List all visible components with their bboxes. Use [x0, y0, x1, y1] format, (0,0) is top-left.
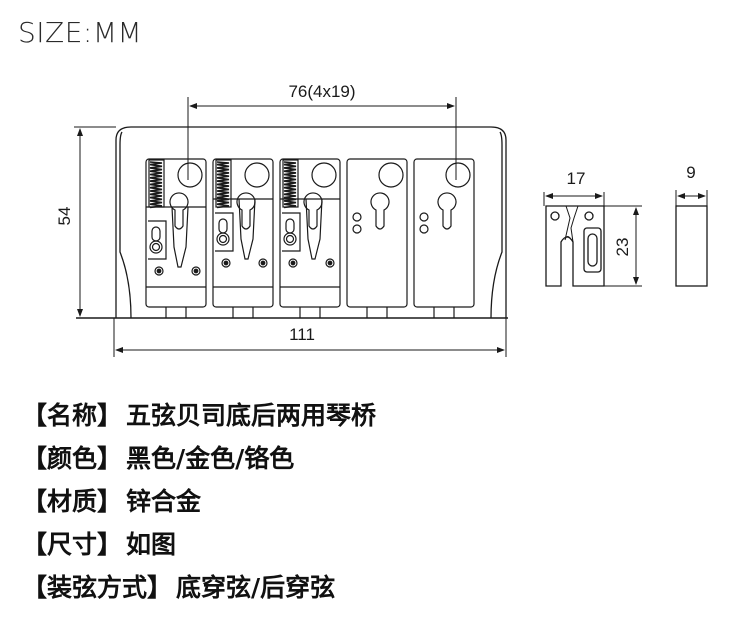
hex-screw-head — [151, 242, 161, 252]
spec-key: 【名称】 — [22, 401, 123, 430]
set-screw — [258, 258, 268, 268]
spring-frame — [215, 159, 232, 208]
dim-saddle-height — [604, 205, 642, 287]
string-hole — [177, 162, 203, 188]
mount-hole — [352, 212, 362, 222]
mount-hole — [419, 224, 429, 234]
set-screw-center — [193, 268, 199, 274]
dim-width-label: 111 — [289, 325, 315, 344]
spec-row-material: 【材质】锌合金 — [22, 480, 376, 523]
set-screw — [325, 258, 335, 268]
string-hole — [378, 162, 404, 188]
spec-key: 【装弦方式】 — [22, 573, 173, 602]
saddle-v-groove — [305, 198, 323, 260]
set-screw-center — [223, 260, 229, 266]
intonation-spring — [216, 161, 230, 209]
hex-screw — [283, 232, 297, 246]
set-screw — [191, 266, 201, 276]
saddle-body — [212, 158, 274, 308]
dim-string-spacing-label: 76(4x19) — [288, 82, 355, 101]
intonation-spring — [149, 161, 163, 209]
spec-list: 【名称】五弦贝司底后两用琴桥 【颜色】黑色/金色/铬色 【材质】锌合金 【尺寸】… — [22, 394, 376, 609]
set-screw — [221, 258, 231, 268]
dim-side-width-label: 9 — [686, 163, 695, 182]
set-screw-center — [327, 260, 333, 266]
set-screw — [154, 266, 164, 276]
string-hole — [244, 162, 270, 188]
base-plate-outline — [115, 126, 507, 318]
saddle-group — [145, 158, 475, 318]
keyhole-slot — [169, 192, 189, 230]
saddle-end-view — [545, 205, 605, 287]
saddle-v-groove — [171, 206, 189, 268]
saddle — [346, 158, 408, 318]
hex-screw-head — [285, 234, 295, 244]
set-screw-center — [260, 260, 266, 266]
saddle-body — [279, 158, 341, 308]
size-unit-label: SIZE:MM — [18, 16, 143, 49]
keyhole-slot — [437, 192, 457, 230]
set-screw-center — [156, 268, 162, 274]
saddle — [413, 158, 475, 318]
saddle — [145, 158, 207, 318]
set-screw-center — [290, 260, 296, 266]
right-flank-curve — [490, 131, 503, 319]
keyhole-slot — [370, 192, 390, 230]
spec-row-name: 【名称】五弦贝司底后两用琴桥 — [22, 394, 376, 437]
spring-frame — [282, 159, 299, 208]
height-adjust-plate — [215, 212, 234, 252]
mount-hole — [352, 224, 362, 234]
spec-value: 锌合金 — [126, 487, 202, 516]
set-screw — [288, 258, 298, 268]
dim-saddle-width — [543, 192, 605, 206]
intonation-spring — [283, 161, 297, 209]
saddle — [279, 158, 341, 318]
string-hole — [311, 162, 337, 188]
spec-value: 五弦贝司底后两用琴桥 — [126, 401, 377, 430]
hex-screw — [216, 232, 230, 246]
saddle — [212, 158, 274, 318]
hex-screw-head — [218, 234, 228, 244]
saddle-body — [413, 158, 475, 308]
height-adjust-plate — [148, 220, 167, 260]
front-view — [76, 126, 508, 319]
bridge-technical-drawing: 76(4x19) 54 111 17 23 9 — [55, 82, 708, 357]
dim-height-label: 54 — [55, 207, 74, 226]
dim-saddle-width-label: 17 — [567, 169, 586, 188]
saddle-body — [145, 158, 207, 308]
saddle-body — [346, 158, 408, 308]
spec-key: 【尺寸】 — [22, 530, 123, 559]
string-hole — [445, 162, 471, 188]
height-slot — [285, 218, 295, 234]
spec-row-stringing: 【装弦方式】底穿弦/后穿弦 — [22, 566, 376, 609]
height-slot — [151, 226, 161, 242]
dim-side-width — [675, 190, 708, 206]
hex-screw — [149, 240, 163, 254]
mount-hole — [419, 212, 429, 222]
side-view — [675, 205, 708, 287]
dim-saddle-height-label: 23 — [613, 238, 632, 257]
dim-string-spacing — [187, 97, 457, 180]
height-slot — [218, 218, 228, 234]
spec-key: 【颜色】 — [22, 444, 123, 473]
dim-width — [113, 318, 507, 357]
dim-height — [74, 126, 116, 317]
spec-value: 黑色/金色/铬色 — [126, 444, 295, 473]
height-adjust-plate — [282, 212, 301, 252]
left-flank-curve — [119, 131, 132, 319]
spec-row-color: 【颜色】黑色/金色/铬色 — [22, 437, 376, 480]
spec-value: 底穿弦/后穿弦 — [176, 573, 336, 602]
spec-value: 如图 — [126, 530, 177, 559]
spec-key: 【材质】 — [22, 487, 123, 516]
saddle-v-groove — [238, 198, 256, 260]
spec-row-size: 【尺寸】如图 — [22, 523, 376, 566]
